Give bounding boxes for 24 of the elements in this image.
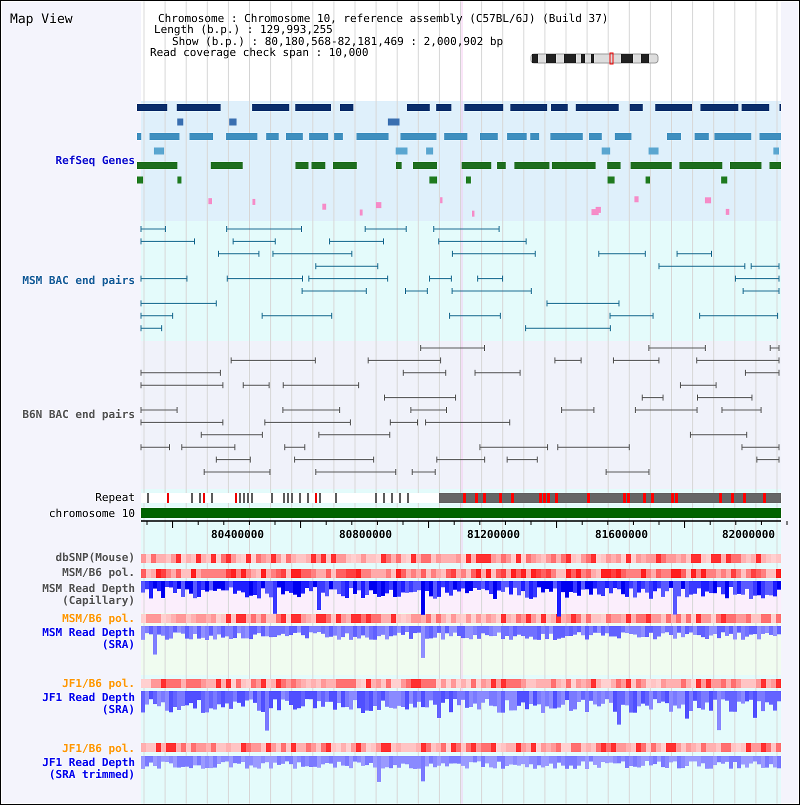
- track-label: JF1 Read Depth (SRA trimmed): [41, 757, 135, 781]
- page-title: Map View: [10, 12, 73, 27]
- axis-tick-label: 80800000: [339, 529, 392, 541]
- axis-tick-label: 81200000: [467, 529, 520, 541]
- track-label: MSM/B6 pol.: [61, 567, 135, 579]
- track-label: MSM Read Depth (SRA): [41, 627, 135, 651]
- info-line: Show (b.p.) : 80,180,568-82,181,469 : 2,000,902 bp: [172, 36, 504, 48]
- track-label: JF1/B6 pol.: [61, 678, 135, 690]
- axis-tick-label: 82000000: [722, 529, 775, 541]
- info-line: Length (b.p.) : 129,993,255: [154, 24, 333, 36]
- track-label: JF1 Read Depth (SRA): [41, 692, 135, 716]
- info-line: Read coverage check span : 10,000: [150, 47, 369, 59]
- track-label: B6N BAC end pairs: [21, 409, 135, 421]
- axis-tick-label: 81600000: [595, 529, 648, 541]
- track-label: MSM BAC end pairs: [21, 275, 135, 287]
- track-label: dbSNP(Mouse): [54, 552, 135, 564]
- axis-tick-label: 80400000: [211, 529, 264, 541]
- info-line: Chromosome : Chromosome 10, reference assembly (C57BL/6J) (Build 37): [158, 13, 608, 25]
- track-label: MSM/B6 pol.: [61, 613, 135, 625]
- track-label: chromosome 10: [48, 508, 135, 520]
- track-label: JF1/B6 pol.: [61, 743, 135, 755]
- track-label: MSM Read Depth (Capillary): [41, 583, 135, 607]
- track-label: Repeat: [94, 492, 135, 504]
- track-label: RefSeq Genes: [54, 155, 135, 167]
